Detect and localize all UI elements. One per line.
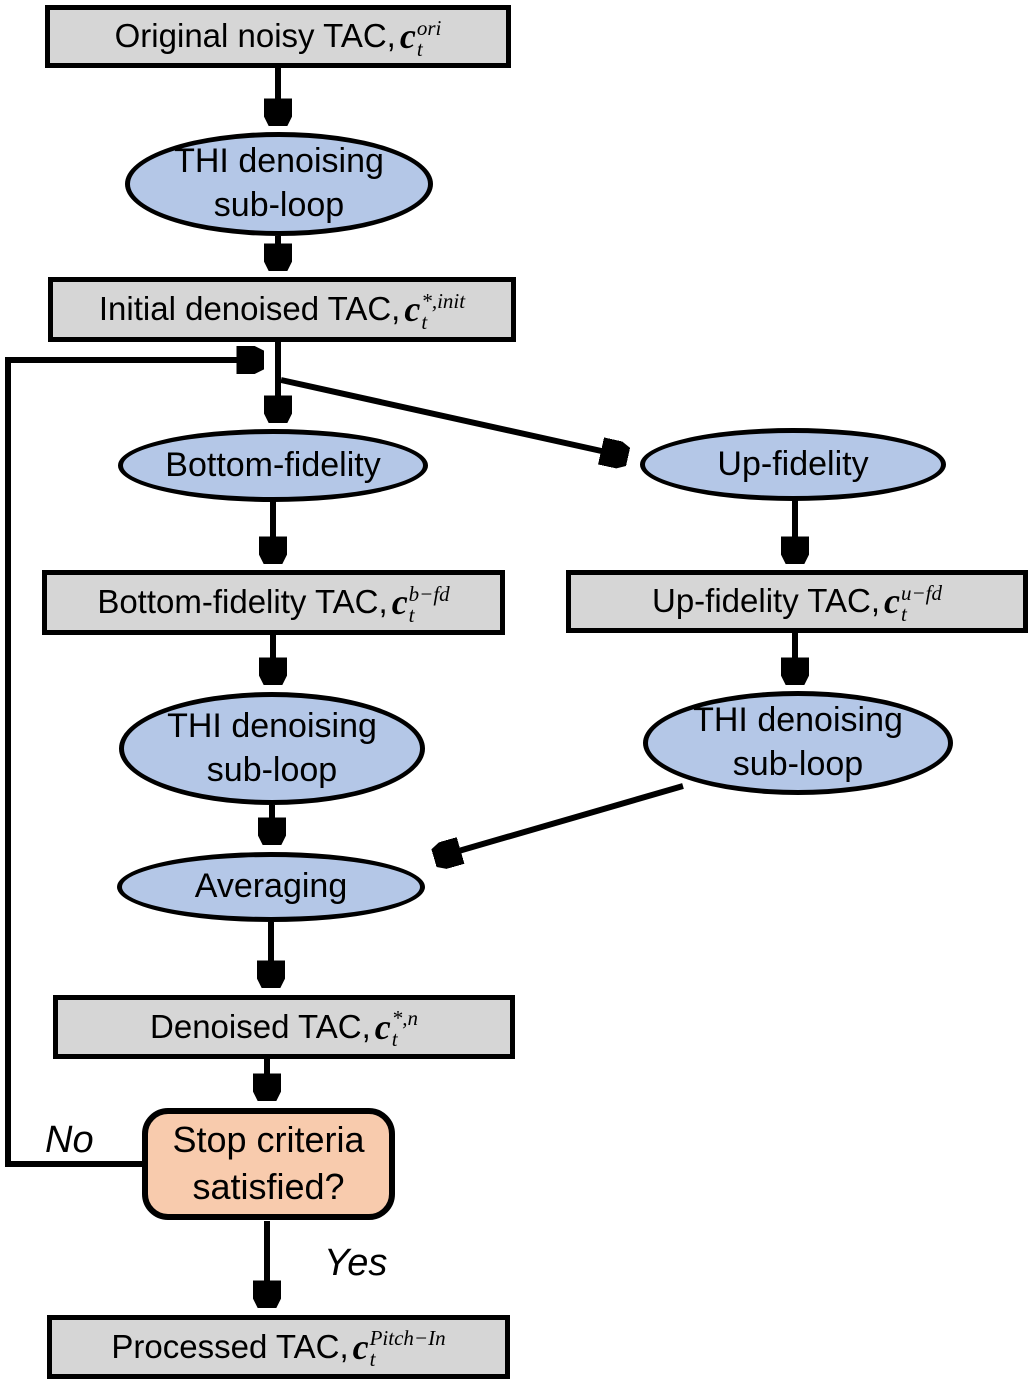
- node-label: Up-fidelity TAC,: [651, 582, 880, 620]
- math-subscript: t: [391, 1027, 398, 1051]
- math-variable: c: [352, 1326, 369, 1367]
- node-label-line2: satisfied?: [192, 1166, 345, 1207]
- math-superscript: b−fd: [408, 581, 450, 606]
- math-variable: c: [404, 289, 421, 330]
- math-variable: c: [374, 1006, 391, 1047]
- node-label-line2: sub-loop: [732, 745, 864, 783]
- edge-label-no: No: [45, 1119, 94, 1161]
- node-label: Processed TAC,: [111, 1327, 349, 1365]
- math-superscript: ori: [416, 15, 442, 40]
- node-label-line2: sub-loop: [206, 750, 338, 789]
- node-thi-denoising-subloop-3: THI denoising sub-loop: [643, 691, 953, 795]
- math-variable: c: [884, 581, 900, 622]
- edge-thi3-to-averaging: [438, 783, 684, 857]
- node-stop-criteria-decision: Stop criteria satisfied?: [142, 1108, 395, 1220]
- node-label: Bottom-fidelity TAC,: [97, 583, 388, 621]
- node-thi-denoising-subloop-2: THI denoising sub-loop: [119, 692, 425, 805]
- node-averaging: Averaging: [117, 852, 425, 922]
- node-label: Denoised TAC,: [150, 1007, 371, 1045]
- node-label-line1: Stop criteria: [172, 1119, 365, 1161]
- node-up-fidelity: Up-fidelity: [640, 428, 946, 501]
- node-label-line1: THI denoising: [693, 701, 903, 740]
- node-label: Up-fidelity: [717, 444, 869, 483]
- node-label: Initial denoised TAC,: [98, 290, 401, 328]
- math-superscript: u−fd: [900, 580, 942, 605]
- math-variable: c: [391, 582, 408, 623]
- math-subscript: t: [421, 309, 428, 334]
- math-superscript: Pitch−In: [369, 1326, 446, 1350]
- node-label: Original noisy TAC,: [114, 17, 396, 55]
- edge-label-yes: Yes: [324, 1242, 388, 1284]
- node-label-line1: THI denoising: [174, 142, 384, 181]
- node-label: Bottom-fidelity: [165, 445, 381, 484]
- math-superscript: *,n: [391, 1006, 418, 1030]
- math-subscript: t: [416, 36, 423, 61]
- math-subscript: t: [408, 602, 415, 627]
- math-subscript: t: [369, 1347, 376, 1371]
- node-label: Averaging: [194, 867, 348, 906]
- edge-feedback-no-loop: [5, 360, 260, 1167]
- node-label-line2: sub-loop: [213, 186, 345, 224]
- edge-initial-to-up-fidelity: [280, 377, 624, 456]
- math-subscript: t: [900, 601, 907, 626]
- node-label-line1: THI denoising: [167, 706, 377, 745]
- node-bottom-fidelity: Bottom-fidelity: [118, 429, 428, 502]
- node-thi-denoising-subloop-1: THI denoising sub-loop: [125, 132, 433, 236]
- math-superscript: *,init: [421, 288, 466, 313]
- math-variable: c: [399, 16, 416, 57]
